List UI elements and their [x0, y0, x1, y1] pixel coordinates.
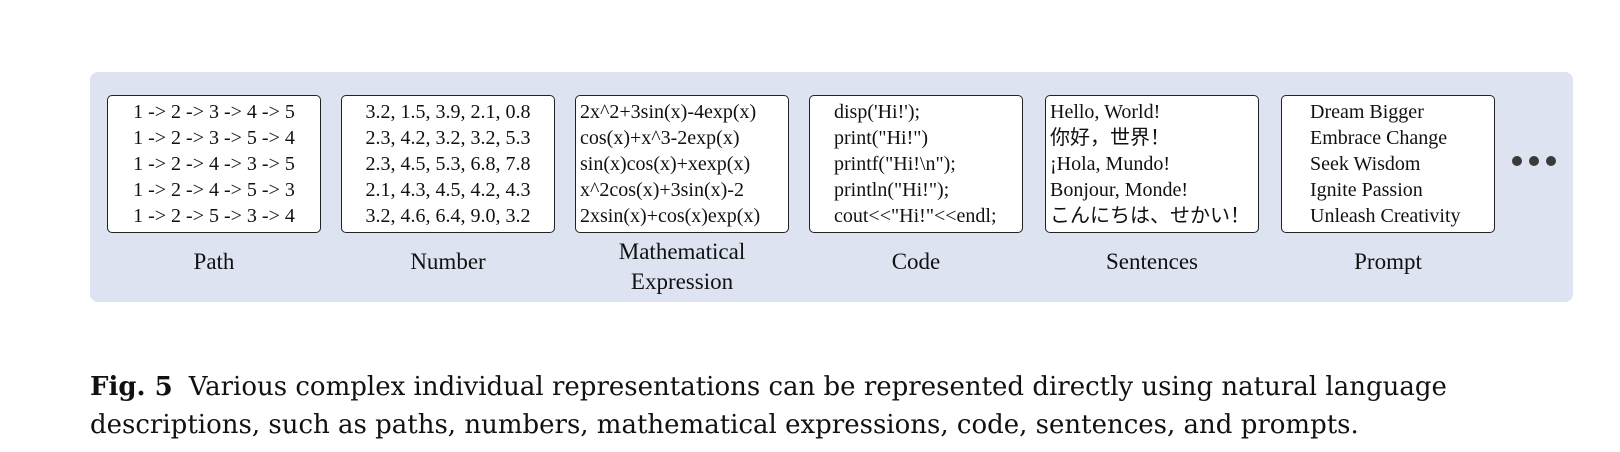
ellipsis-icon: [1512, 156, 1556, 166]
math-box: 2x^2+3sin(x)-4exp(x) cos(x)+x^3-2exp(x) …: [575, 95, 789, 233]
column-sentences: Hello, World! 你好，世界！ ¡Hola, Mundo! Bonjo…: [1045, 95, 1259, 277]
path-line: 1 -> 2 -> 5 -> 3 -> 4: [133, 205, 295, 227]
dot-icon: [1512, 156, 1522, 166]
path-label: Path: [193, 249, 235, 274]
math-line: x^2cos(x)+3sin(x)-2: [580, 179, 744, 201]
number-box: 3.2, 1.5, 3.9, 2.1, 0.8 2.3, 4.2, 3.2, 3…: [341, 95, 555, 233]
math-line: 2xsin(x)+cos(x)exp(x): [580, 205, 761, 227]
number-line: 3.2, 4.6, 6.4, 9.0, 3.2: [365, 205, 531, 227]
code-line: cout<<"Hi!"<<endl;: [834, 205, 997, 227]
sentence-line: Bonjour, Monde!: [1050, 179, 1189, 201]
sentence-line: ¡Hola, Mundo!: [1050, 153, 1170, 175]
code-line: disp('Hi!');: [834, 101, 921, 123]
prompt-line: Ignite Passion: [1310, 179, 1423, 201]
sentence-line: Hello, World!: [1050, 101, 1161, 123]
number-label: Number: [410, 249, 486, 274]
column-prompt: Dream Bigger Embrace Change Seek Wisdom …: [1281, 95, 1495, 277]
prompt-label: Prompt: [1354, 249, 1422, 274]
path-line: 1 -> 2 -> 4 -> 5 -> 3: [133, 179, 295, 201]
prompt-box: Dream Bigger Embrace Change Seek Wisdom …: [1281, 95, 1495, 233]
code-label: Code: [891, 249, 941, 274]
math-line: 2x^2+3sin(x)-4exp(x): [580, 101, 757, 123]
code-line: print("Hi!"): [834, 127, 929, 149]
caption-text: Various complex individual representatio…: [90, 372, 1447, 440]
dot-icon: [1529, 156, 1539, 166]
math-line: sin(x)cos(x)+xexp(x): [580, 153, 751, 175]
path-line: 1 -> 2 -> 4 -> 3 -> 5: [133, 153, 295, 175]
prompt-line: Embrace Change: [1310, 127, 1448, 149]
sentences-label: Sentences: [1106, 249, 1198, 274]
dot-icon: [1546, 156, 1556, 166]
sentence-line: 你好，世界！: [1050, 127, 1170, 149]
sentences-box: Hello, World! 你好，世界！ ¡Hola, Mundo! Bonjo…: [1045, 95, 1259, 233]
column-math: 2x^2+3sin(x)-4exp(x) cos(x)+x^3-2exp(x) …: [575, 95, 789, 297]
column-code: disp('Hi!'); print("Hi!") printf("Hi!\n"…: [809, 95, 1023, 277]
column-number: 3.2, 1.5, 3.9, 2.1, 0.8 2.3, 4.2, 3.2, 3…: [341, 95, 555, 277]
prompt-line: Seek Wisdom: [1310, 153, 1421, 175]
prompt-line: Dream Bigger: [1310, 101, 1424, 123]
column-path: 1 -> 2 -> 3 -> 4 -> 5 1 -> 2 -> 3 -> 5 -…: [107, 95, 321, 277]
number-line: 2.3, 4.2, 3.2, 3.2, 5.3: [365, 127, 531, 149]
figure-number: Fig. 5: [90, 372, 173, 402]
sentence-line: こんにちは、せかい！: [1050, 205, 1250, 227]
math-label: Mathematical Expression: [618, 239, 746, 294]
path-box: 1 -> 2 -> 3 -> 4 -> 5 1 -> 2 -> 3 -> 5 -…: [107, 95, 321, 233]
number-line: 2.1, 4.3, 4.5, 4.2, 4.3: [365, 179, 531, 201]
math-line: cos(x)+x^3-2exp(x): [580, 127, 740, 149]
path-line: 1 -> 2 -> 3 -> 5 -> 4: [133, 127, 295, 149]
code-box: disp('Hi!'); print("Hi!") printf("Hi!\n"…: [809, 95, 1023, 233]
path-line: 1 -> 2 -> 3 -> 4 -> 5: [133, 101, 295, 123]
number-line: 3.2, 1.5, 3.9, 2.1, 0.8: [365, 101, 531, 123]
code-line: printf("Hi!\n");: [834, 153, 956, 175]
code-line: println("Hi!");: [834, 179, 950, 201]
prompt-line: Unleash Creativity: [1310, 205, 1461, 227]
number-line: 2.3, 4.5, 5.3, 6.8, 7.8: [365, 153, 531, 175]
